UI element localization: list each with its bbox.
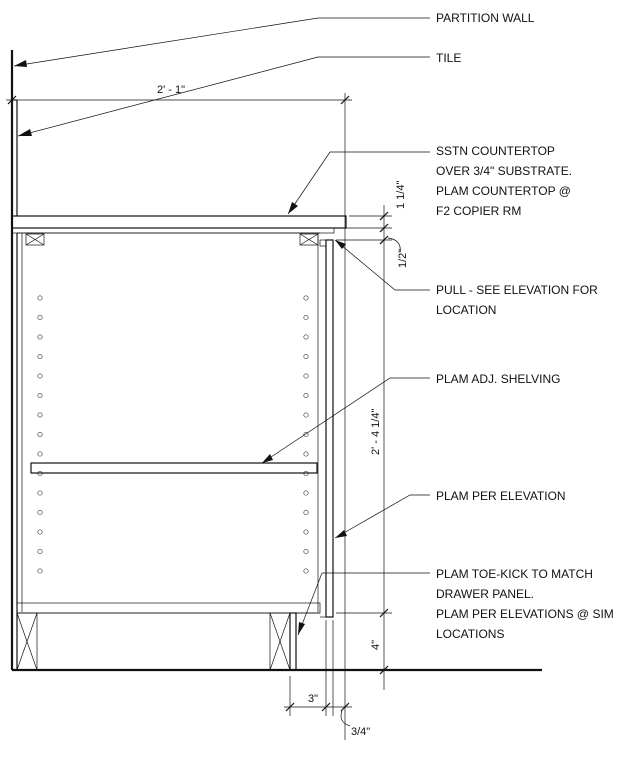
leader-lines [13, 17, 430, 636]
note-pull-1: PULL - SEE ELEVATION FOR [436, 283, 598, 297]
shelf-pin-hole [37, 568, 43, 574]
shelf-pin-hole [37, 431, 43, 438]
dim-door-thickness: 3/4" [351, 726, 370, 738]
note-countertop-2: OVER 3/4" SUBSTRATE. [436, 164, 572, 178]
shelf-pin-hole [37, 392, 43, 399]
shelf-pin-hole [303, 548, 309, 555]
shelf-pin-hole [303, 353, 309, 360]
shelf-pin-hole [303, 314, 309, 321]
door-panel [319, 239, 334, 618]
partition-wall [10, 50, 18, 670]
shelf-pin-hole [303, 373, 309, 379]
shelf-pin-hole [37, 490, 43, 496]
note-plam-elevation: PLAM PER ELEVATION [436, 489, 566, 503]
shelf-pin-hole [303, 295, 309, 301]
shelf-pin-hole [303, 334, 309, 340]
shelf-pin-hole [303, 568, 309, 574]
upper-blocking [25, 233, 319, 246]
shelf-pin-hole [37, 373, 43, 379]
dim-overall-depth: 2' - 1" [157, 84, 185, 96]
dim-toe-kick-height: 4" [370, 640, 382, 650]
note-shelving: PLAM ADJ. SHELVING [436, 372, 560, 386]
note-countertop-4: F2 COPIER RM [436, 204, 521, 218]
shelf-pin-hole [37, 314, 43, 321]
shelf-pin-hole [37, 353, 43, 360]
dim-reveal: 1/2" [397, 249, 409, 268]
countertop [11, 215, 347, 234]
shelf-pin-hole [303, 490, 309, 496]
note-toe-kick-1: PLAM TOE-KICK TO MATCH [436, 567, 593, 581]
note-toe-kick-4: LOCATIONS [436, 627, 504, 641]
cabinet-box [16, 232, 320, 670]
dim-cabinet-height: 2' - 4 1/4" [370, 409, 382, 455]
dim-countertop-thickness: 1 1/4" [395, 181, 407, 209]
shelf-pin-hole [303, 509, 309, 516]
shelf-pin-hole [37, 509, 43, 516]
shelf-pin-hole [37, 529, 43, 535]
cabinet-bottom [16, 602, 321, 614]
note-toe-kick-2: DRAWER PANEL. [436, 587, 534, 601]
shelf-pin-hole [303, 529, 309, 535]
toe-kick-base [16, 612, 297, 671]
shelf-pin-hole [37, 412, 43, 418]
note-pull-2: LOCATION [436, 303, 496, 317]
shelf-pin-hole [37, 334, 43, 340]
dim-toe-kick-setback: 3" [308, 693, 318, 705]
shelf-pin-holes [37, 295, 309, 574]
note-toe-kick-3: PLAM PER ELEVATIONS @ SIM [436, 607, 614, 621]
shelf-pin-hole [37, 451, 43, 457]
shelf-pin-hole [303, 451, 309, 457]
shelf-pin-hole [303, 412, 309, 418]
note-partition-wall: PARTITION WALL [436, 11, 535, 25]
note-countertop-3: PLAM COUNTERTOP @ [436, 184, 571, 198]
note-countertop-1: SSTN COUNTERTOP [436, 144, 555, 158]
shelf-pin-hole [303, 392, 309, 399]
shelf-pin-hole [37, 295, 43, 301]
adjustable-shelf [30, 462, 318, 474]
dimension-lines [6, 93, 401, 740]
shelf-pin-hole [37, 548, 43, 555]
note-tile: TILE [436, 51, 461, 65]
